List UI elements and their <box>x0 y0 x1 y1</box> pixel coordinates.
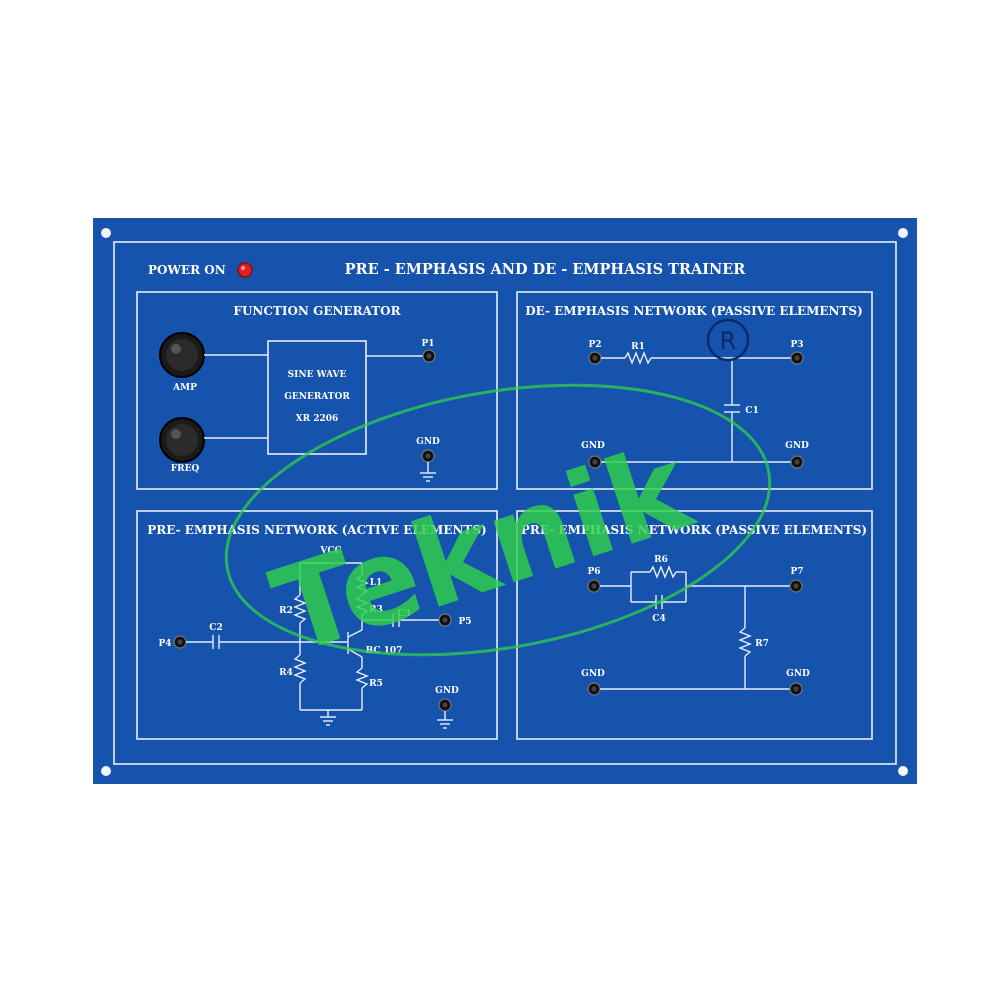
ground-icon <box>437 711 453 729</box>
jack-p2[interactable] <box>588 351 602 365</box>
resistor-r5 <box>355 667 369 689</box>
block-line: GENERATOR <box>284 392 350 402</box>
screw-icon <box>101 228 111 238</box>
screw-icon <box>898 228 908 238</box>
amp-label: AMP <box>172 383 197 393</box>
de-emphasis-section <box>516 291 873 490</box>
gnd-label: GND <box>581 441 605 451</box>
amp-knob[interactable] <box>159 332 205 378</box>
jack-label: P2 <box>588 340 601 350</box>
section-title: DE- EMPHASIS NETWORK (PASSIVE ELEMENTS) <box>525 304 863 318</box>
jack-p6[interactable] <box>587 579 601 593</box>
registered-icon <box>706 318 750 362</box>
section-title: PRE- EMPHASIS NETWORK (PASSIVE ELEMENTS) <box>521 523 867 537</box>
resistor-r1 <box>624 351 652 365</box>
resistor-r7 <box>738 627 752 657</box>
jack-gnd[interactable] <box>421 449 435 463</box>
jack-label: P7 <box>790 567 803 577</box>
jack-p1[interactable] <box>422 349 436 363</box>
component-label: R2 <box>279 606 293 616</box>
freq-knob[interactable] <box>159 417 205 463</box>
jack-p7[interactable] <box>789 579 803 593</box>
pre-active-section <box>136 510 498 740</box>
freq-label: FREQ <box>171 464 200 474</box>
jack-gnd[interactable] <box>438 698 452 712</box>
gnd-label: GND <box>786 669 810 679</box>
block-line: SINE WAVE <box>288 370 347 380</box>
component-label: C2 <box>209 623 222 633</box>
ground-icon <box>320 710 336 726</box>
vcc-label: VCC <box>319 546 341 556</box>
component-label: BC 107 <box>366 646 403 656</box>
resistor-r6 <box>649 565 677 579</box>
jack-label: P4 <box>158 639 171 649</box>
resistor-r4 <box>293 654 307 684</box>
jack-label: P3 <box>790 340 803 350</box>
jack-gnd-left[interactable] <box>587 682 601 696</box>
power-label: POWER ON <box>148 263 226 277</box>
page-title: PRE - EMPHASIS AND DE - EMPHASIS TRAINER <box>345 261 747 278</box>
component-label: C4 <box>652 614 665 624</box>
component-label: R3 <box>369 605 383 615</box>
jack-p3[interactable] <box>790 351 804 365</box>
resistor-r2 <box>293 594 307 624</box>
power-led-icon <box>237 262 253 278</box>
screw-icon <box>898 766 908 776</box>
jack-label: P1 <box>421 339 434 349</box>
component-label: R4 <box>279 668 293 678</box>
jack-gnd-right[interactable] <box>789 682 803 696</box>
registered-mark: R <box>720 327 737 355</box>
jack-p5[interactable] <box>438 613 452 627</box>
gnd-label: GND <box>785 441 809 451</box>
component-label: R1 <box>631 342 645 352</box>
gnd-label: GND <box>581 669 605 679</box>
block-line: XR 2206 <box>296 414 339 424</box>
gnd-label: GND <box>416 437 440 447</box>
board-border <box>113 241 897 765</box>
jack-gnd-right[interactable] <box>790 455 804 469</box>
component-label: R5 <box>369 679 383 689</box>
pre-passive-section <box>516 510 873 740</box>
component-label: L1 <box>370 578 383 588</box>
component-label: C1 <box>745 406 758 416</box>
ground-icon <box>420 462 436 482</box>
gnd-label: GND <box>435 686 459 696</box>
component-label: R7 <box>755 639 769 649</box>
resistor-r3 <box>355 594 369 616</box>
component-label: R6 <box>654 555 668 565</box>
jack-label: P6 <box>587 567 600 577</box>
jack-p4[interactable] <box>173 635 187 649</box>
jack-label: P5 <box>458 617 471 627</box>
component-label: C3 <box>397 609 410 619</box>
sine-generator-block <box>267 340 367 455</box>
inductor-l1 <box>355 574 369 596</box>
screw-icon <box>101 766 111 776</box>
section-title: FUNCTION GENERATOR <box>233 304 401 318</box>
